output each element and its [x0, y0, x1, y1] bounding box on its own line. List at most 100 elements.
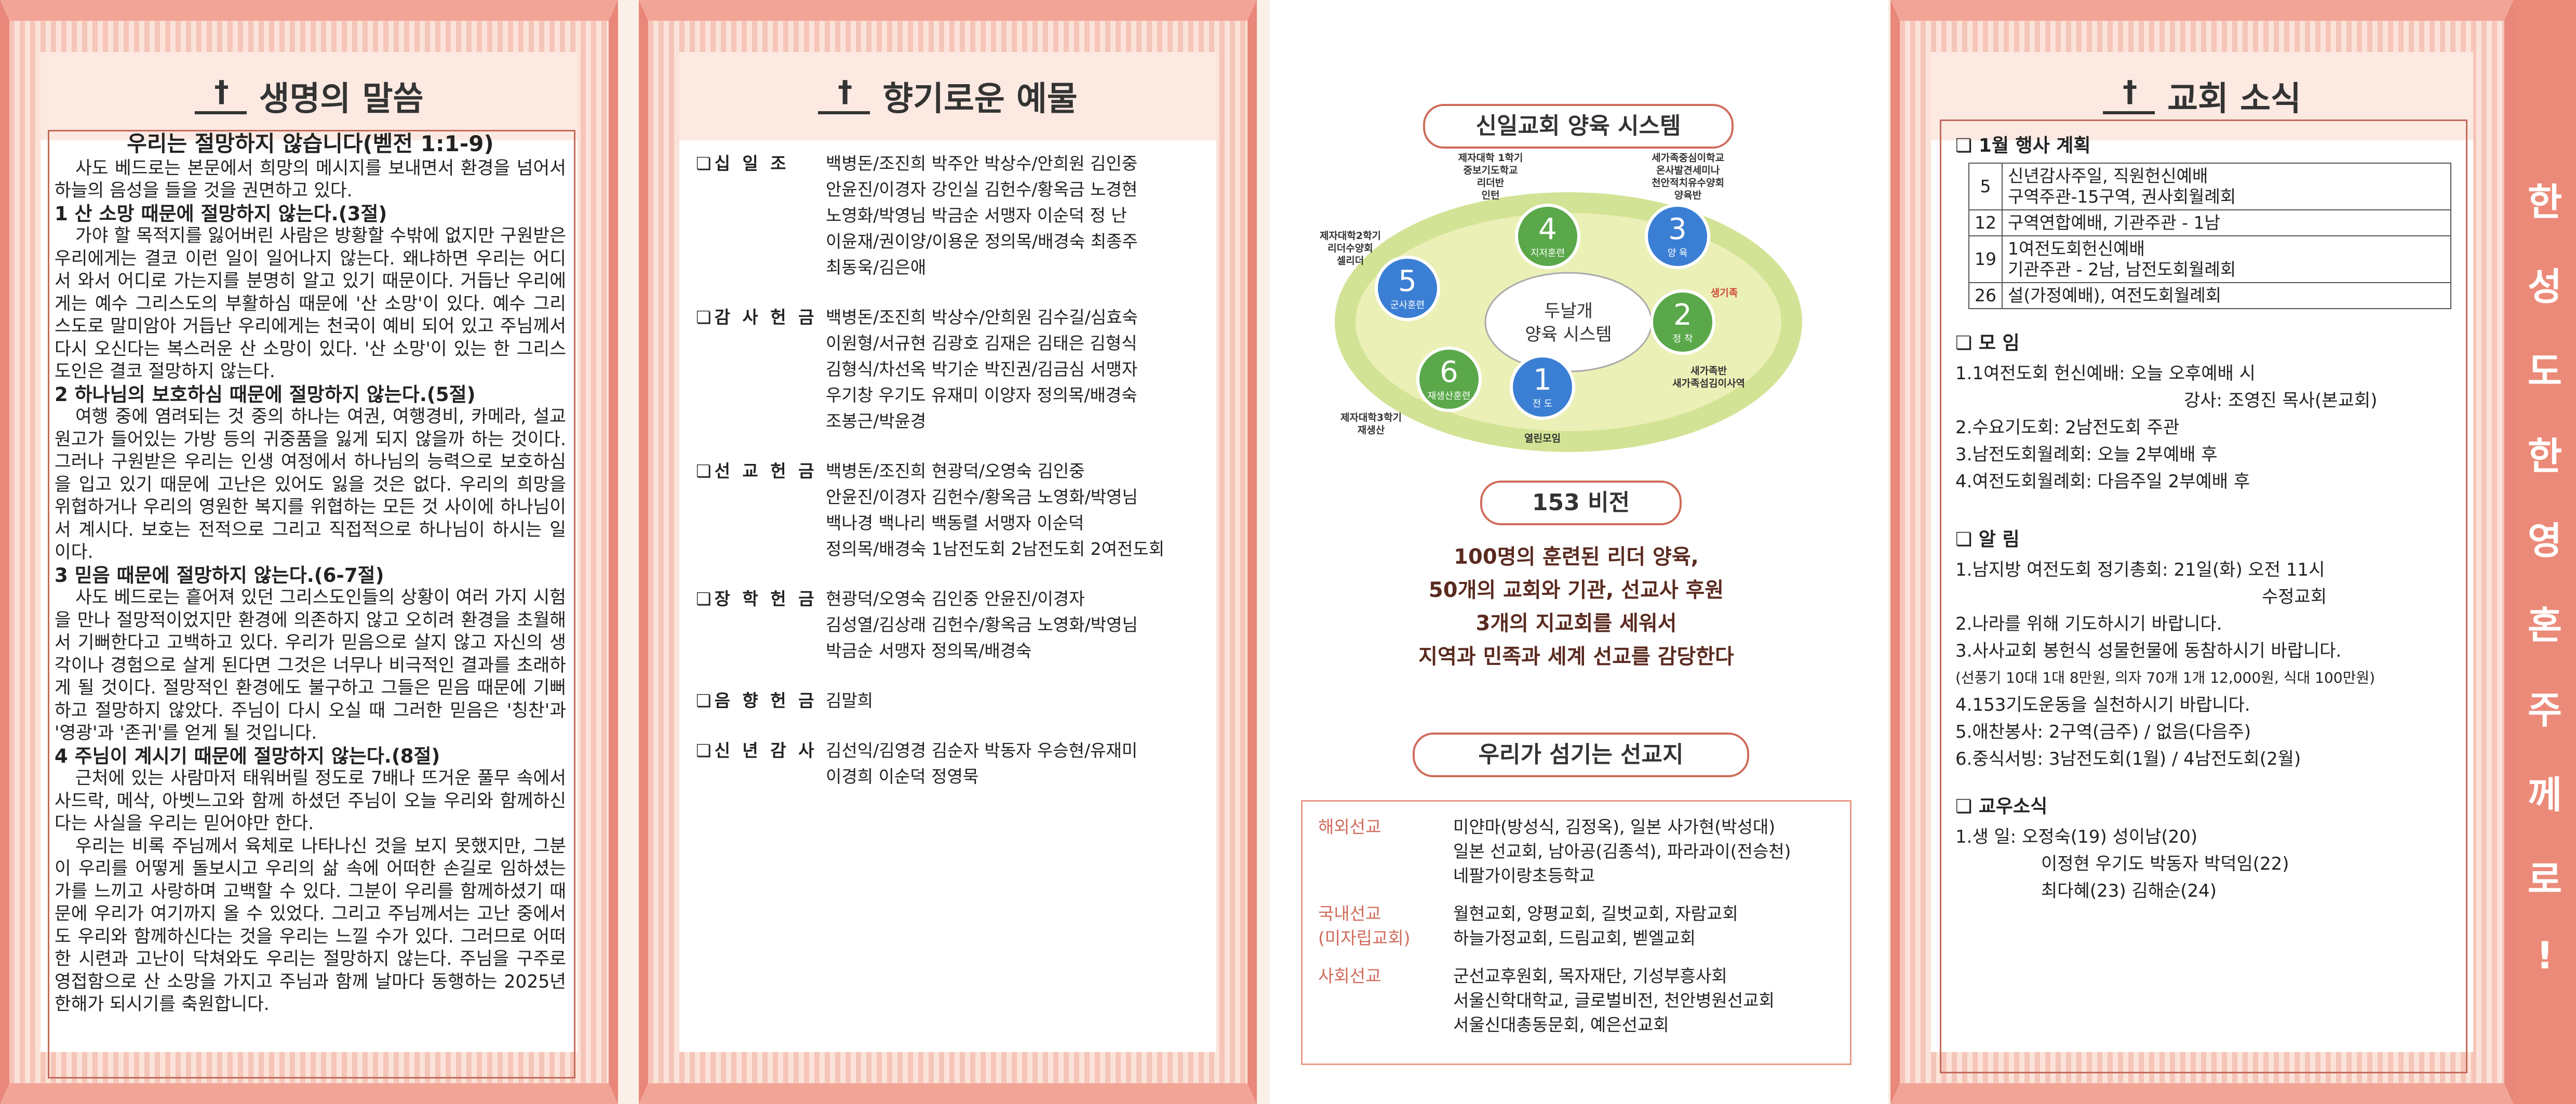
node-number: 6	[1440, 355, 1458, 389]
panel-header: 생명의 말씀	[41, 52, 578, 140]
offering-line: 백나경 백나리 백동렬 서맹자 이순덕	[826, 513, 1084, 533]
bible-icon	[818, 75, 870, 114]
bible-icon	[2103, 75, 2155, 114]
offering-label: ❏십 일 조	[696, 153, 789, 174]
event-text: 구역연합예배, 기관주관 - 1남	[2002, 209, 2451, 236]
diagram-label: 생기족	[1711, 287, 1738, 299]
meeting-line: 4.여전도회월례회: 다음주일 2부예배 후	[1955, 471, 2250, 492]
panel-header: 교회 소식	[1931, 52, 2473, 140]
events-heading: ❏ 1월 행사 계획	[1955, 135, 2091, 156]
event-line: 설(가정예배), 여전도회월례회	[2008, 285, 2222, 305]
header-title: 생명의 말씀	[259, 80, 424, 118]
notice-line: (선풍기 10대 1대 8만원, 의자 70개 1개 12,000원, 식대 1…	[1955, 669, 2376, 686]
offering-label: ❏신 년 감 사	[696, 740, 817, 761]
sermon-title: 우리는 절망하지 않습니다(벧전 1:1-9)	[127, 131, 494, 156]
offering-line: 김선익/김영경 김순자 박동자 우승현/유재미	[826, 740, 1138, 761]
offering-line: 우기창 우기도 유재미 이양자 정의목/배경숙	[826, 385, 1137, 405]
event-line: 신년감사주일, 직원헌신예배	[2008, 166, 2208, 186]
node-name: 양 육	[1668, 248, 1688, 259]
motto-char: 도	[2527, 350, 2562, 393]
offering-line: 김성열/김상래 김헌수/황옥금 노영화/박영님	[826, 615, 1138, 635]
sermon-paragraph: 사도 베드로는 흩어져 있던 그리스도인들의 상황이 여러 가지 시험을 만나 …	[55, 587, 566, 743]
offering-line: 조봉근/박윤경	[826, 411, 927, 431]
sermon-heading: 2 하나님의 보호하심 때문에 절망하지 않는다.(5절)	[55, 383, 476, 406]
offering-line: 백병돈/조진희 박상수/안희원 김수길/심효숙	[826, 307, 1138, 327]
node-circle	[1650, 289, 1715, 355]
event-line: 구역주관-15구역, 권사회월례회	[2008, 187, 2236, 207]
diagram-label: 세가족중심이학교	[1652, 152, 1724, 164]
diagram-label: 제자대학2학기	[1320, 230, 1381, 242]
meeting-line: 1.1여전도회 헌신예배: 오늘 오후예배 시	[1955, 363, 2256, 384]
diagram-label: 재생산	[1358, 424, 1385, 436]
panel-inner	[679, 52, 1216, 1052]
node-name: 정 착	[1673, 334, 1693, 344]
offering-line: 최동욱/김은애	[826, 257, 927, 277]
offering-line: 안윤진/이경자 김헌수/황옥금 노영화/박영님	[826, 487, 1138, 507]
panel-offerings: 향기로운 예물	[639, 0, 1257, 1104]
node-name: 지저훈련	[1531, 248, 1565, 259]
diagram-center	[1484, 272, 1653, 373]
sermon-paragraph: 근처에 있는 사람마저 태워버릴 정도로 7배나 뜨거운 풀무 속에서 사드락,…	[55, 768, 566, 834]
diagram-label: 리더반	[1477, 177, 1505, 189]
event-date: 5	[1968, 163, 2003, 210]
diagram-label: 양육반	[1674, 190, 1702, 201]
node-circle	[1515, 204, 1580, 269]
diagram-label: 셀리더	[1337, 255, 1364, 267]
panel-header: 향기로운 예물	[679, 52, 1216, 140]
sermon-intro: 사도 베드로는 본문에서 희망의 메시지를 보내면서 환경을 넘어서 하늘의 음…	[55, 157, 566, 202]
mission-line: 서울신대총동문회, 예은선교회	[1453, 1015, 1669, 1035]
center-line2: 양육 시스템	[1525, 324, 1612, 345]
notices-heading: ❏ 알 림	[1955, 529, 2020, 550]
mission-line: 하늘가정교회, 드림교회, 벧엘교회	[1453, 928, 1696, 948]
diagram-label: 새가족섬김이사역	[1672, 378, 1745, 389]
meeting-line: 강사: 조영진 목사(본교회)	[2184, 390, 2378, 411]
motto-char: !	[2536, 934, 2554, 977]
meeting-line: 3.남전도회월례회: 오늘 2부예배 후	[1955, 444, 2218, 465]
node-circle	[1375, 256, 1440, 321]
motto-char: 영	[2527, 519, 2562, 563]
header-title: 교회 소식	[2167, 80, 2301, 118]
offering-names: 김말희	[826, 688, 1215, 714]
diagram-label: 리더수양회	[1327, 243, 1373, 254]
mission-category-line: 사회선교	[1318, 966, 1381, 986]
node-number: 4	[1538, 212, 1557, 246]
mission-category-line: 해외선교	[1318, 817, 1381, 837]
sermon-heading: 3 믿음 때문에 절망하지 않는다.(6-7절)	[55, 564, 384, 587]
vision-line: 50개의 교회와 기관, 선교사 후원	[1428, 578, 1724, 602]
birthday-line: 이정현 우기도 박동자 박덕임(22)	[2041, 854, 2289, 874]
mission-category: 사회선교	[1318, 964, 1453, 1037]
notice-line: 3.사사교회 봉헌식 성물헌물에 동참하시기 바랍니다.	[1955, 641, 2342, 661]
offering-line: 노영화/박영님 박금순 서맹자 이순덕 정 난	[826, 205, 1127, 225]
diagram-label: 온사발견세미나	[1656, 165, 1720, 176]
node-number: 1	[1533, 363, 1552, 397]
diagram-label: 제자대학 1학기	[1458, 152, 1523, 164]
node-number: 2	[1673, 298, 1692, 332]
offering-label: ❏감 사 헌 금	[696, 307, 817, 327]
offering-line: 이윤재/권이양/이용운 정의목/배경숙 최종주	[826, 231, 1138, 251]
motto-char: 혼	[2527, 604, 2562, 647]
offering-line: 현광덕/오영숙 김인중 안윤진/이경자	[826, 589, 1085, 609]
event-date: 12	[1968, 209, 2003, 236]
event-date: 19	[1968, 235, 2003, 283]
sermon-box	[48, 130, 575, 1079]
offering-line: 백병돈/조진희 현광덕/오영숙 김인중	[826, 461, 1085, 481]
event-line: 기관주관 - 2남, 남전도회월례회	[2008, 259, 2236, 280]
panel-word-of-life: 생명의 말씀	[0, 0, 618, 1104]
vision-line: 100명의 훈련된 리더 양육,	[1454, 545, 1699, 569]
offering-line: 김형식/차선옥 박기순 박진권/김금심 서맹자	[826, 359, 1138, 379]
vision-line: 지역과 민족과 세계 선교를 감당한다	[1418, 645, 1734, 669]
mission-line: 월현교회, 양평교회, 길벗교회, 자람교회	[1453, 903, 1738, 924]
